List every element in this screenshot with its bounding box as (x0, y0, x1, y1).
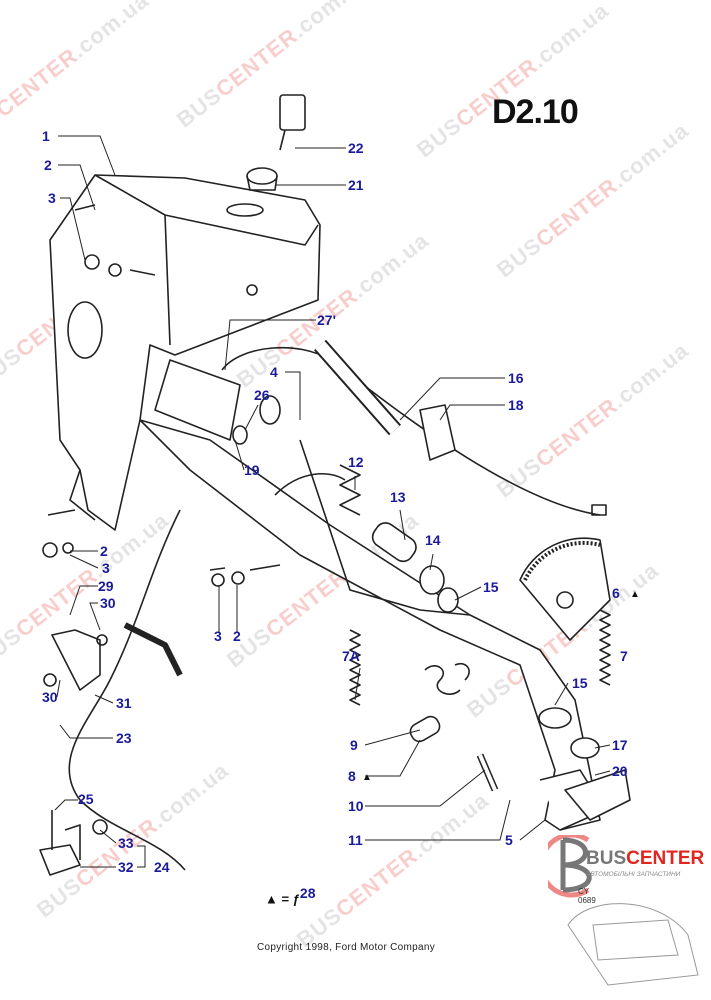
diagram-title: D2.10 (492, 93, 579, 131)
callout-2b: 2 (100, 543, 108, 559)
callout-3c: 3 (214, 628, 222, 644)
quadrant-6 (519, 537, 611, 641)
callout-16: 16 (508, 370, 524, 386)
pin-8-10 (409, 715, 499, 792)
bush-15-17-20 (538, 707, 631, 821)
logo-brand: BUSCENTER (586, 848, 705, 869)
callout-33: 33 (118, 835, 134, 851)
triangle-marker: ▲ (630, 589, 640, 600)
callout-30: 30 (100, 595, 116, 611)
grommet-21 (246, 167, 278, 191)
pivot-tube-16 (314, 339, 401, 436)
callout-15: 15 (483, 579, 499, 595)
callout-5: 5 (505, 832, 513, 848)
callout-2c: 2 (233, 628, 241, 644)
callout-8: 8 (348, 768, 356, 784)
switch-22 (279, 94, 306, 151)
callout-27: 27' (317, 312, 336, 328)
legend-symbol: ▲ = ƒ (265, 891, 300, 907)
callout-2: 2 (44, 157, 52, 173)
cable-23 (68, 509, 186, 871)
callout-31: 31 (116, 695, 132, 711)
studs-and-nuts (42, 204, 281, 587)
callout-20: 20 (612, 763, 628, 779)
springs-7-7A-9 (349, 609, 611, 706)
bracket-29 (43, 629, 108, 691)
logo-emblem (548, 835, 699, 986)
callout-14: 14 (425, 532, 441, 548)
callout-12: 12 (348, 454, 364, 470)
bracket-24 (39, 810, 108, 876)
bush-26 (232, 395, 281, 445)
callout-21: 21 (348, 177, 364, 193)
callout-25: 25 (78, 791, 94, 807)
triangle-marker: ▲ (362, 772, 372, 783)
callout-3b: 3 (102, 560, 110, 576)
bush-13-14 (371, 522, 459, 613)
callout-9: 9 (350, 737, 358, 753)
callout-15b: 15 (572, 675, 588, 691)
clip-18 (419, 404, 456, 461)
callout-17: 17 (612, 737, 628, 753)
logo-subtitle: АВТОМОБІЛЬНІ ЗАПЧАСТИНИ (586, 871, 681, 878)
callout-11: 11 (348, 832, 363, 848)
callout-6: 6 (612, 585, 620, 601)
callout-10: 10 (348, 798, 364, 814)
callout-19: 19 (244, 462, 260, 478)
callout-29: 29 (98, 578, 114, 594)
callout-1: 1 (42, 128, 50, 144)
callout-4: 4 (270, 364, 278, 380)
callout-23: 23 (116, 730, 132, 746)
callout-22: 22 (348, 140, 364, 156)
callout-18: 18 (508, 397, 524, 413)
legend: ▲ = ƒ28 (265, 885, 316, 906)
callout-24: 24 (154, 859, 170, 875)
callout-7a: 7A (342, 648, 360, 664)
callout-13: 13 (390, 489, 406, 505)
callout-30b: 30 (42, 689, 58, 705)
copyright: Copyright 1998, Ford Motor Company (257, 942, 436, 953)
callout-3: 3 (48, 190, 56, 206)
legend-ref: 28 (299, 885, 316, 901)
spring-12 (274, 464, 361, 516)
callout-26: 26 (254, 387, 270, 403)
callout-7: 7 (620, 648, 628, 664)
callout-32: 32 (118, 859, 134, 875)
